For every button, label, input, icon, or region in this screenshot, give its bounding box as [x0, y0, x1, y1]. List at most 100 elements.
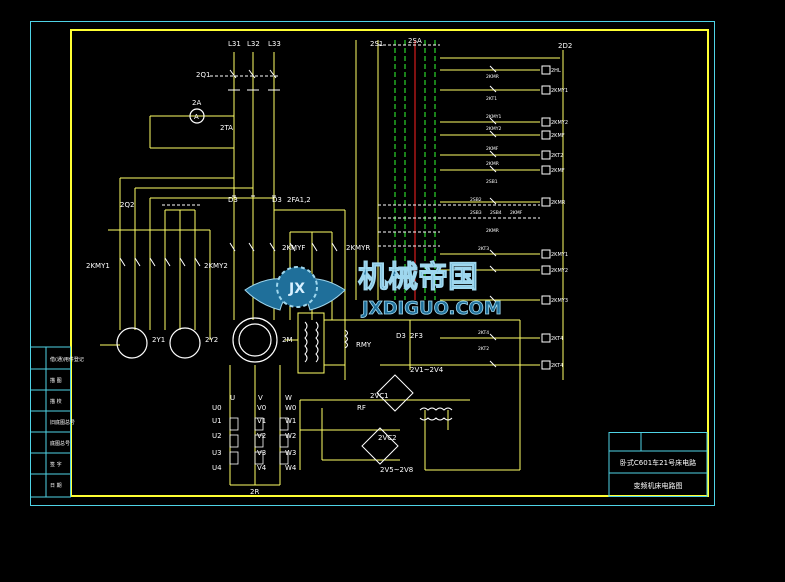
motor-2m-label: 2M — [282, 336, 293, 344]
coil-box — [541, 295, 551, 305]
coil-box — [541, 249, 551, 259]
rung-contact — [489, 265, 497, 273]
coil-label: 2KMY1 — [551, 252, 568, 258]
rung-contact — [489, 197, 497, 205]
rung-label: 2KMY2 — [486, 126, 501, 132]
left-registration-table — [30, 346, 71, 498]
fuse-set-label: 2FA1,2 — [287, 196, 311, 204]
rung-label: 2KT3 — [478, 246, 489, 252]
coil-box — [541, 197, 551, 207]
watermark-chinese-text: 机械帝国 — [358, 260, 478, 295]
coil-label: 2KMF — [551, 133, 565, 139]
terminal-u-label: U — [230, 394, 235, 402]
main-switch-label: 2Q1 — [196, 71, 210, 79]
left-table-row-label: 日 期 — [50, 483, 62, 489]
vc1-label: 2VC1 — [370, 392, 389, 400]
terminal-label: W1 — [285, 417, 296, 425]
fuse-2f3-label: 2F3 — [410, 332, 423, 340]
rung-label: 2SB1 — [486, 179, 498, 185]
left-table-row-label: 描 校 — [50, 398, 62, 405]
coil-box — [541, 65, 551, 75]
coil-box — [541, 165, 551, 175]
current-transformer-label: 2TA — [220, 124, 233, 132]
rmy-label: RMY — [356, 341, 372, 349]
rung-label: 2KMF — [510, 210, 523, 216]
watermark-latin-text: JXDIGUO.COM — [360, 298, 502, 319]
outer-frame — [30, 21, 715, 506]
terminal-label: W4 — [285, 464, 297, 472]
switch-2q2-label: 2Q2 — [120, 201, 134, 209]
rung-label: 2KMF — [486, 146, 499, 152]
coil-label: 2KMF — [551, 168, 565, 174]
rung-contact — [489, 333, 497, 341]
terminal-label: W2 — [285, 432, 296, 440]
coil-box — [541, 150, 551, 160]
coil-label: 2HL — [551, 68, 561, 74]
vc2-label: 2VC2 — [378, 434, 397, 442]
coil-box — [541, 265, 551, 275]
coil-label: 2KMY1 — [551, 88, 568, 94]
ammeter-symbol-label: A — [194, 113, 199, 121]
left-table-row-label: 签 字 — [50, 461, 62, 468]
terminal-label: U0 — [212, 404, 222, 412]
rung-contact — [489, 165, 497, 173]
rung-label: 2SB3 — [470, 210, 482, 216]
terminal-label: U3 — [212, 449, 222, 457]
contactor-2kmyr-label: 2KMYR — [346, 244, 370, 252]
coil-label: 2KMY2 — [551, 120, 568, 126]
left-table-row-label: 借(通)用件登记 — [50, 356, 84, 363]
coil-label: 2KT4 — [551, 363, 563, 369]
title-block-subtitle: 变频机床电路图 — [634, 481, 683, 490]
coil-box — [541, 85, 551, 95]
rung-contact — [489, 249, 497, 257]
coil-box — [541, 130, 551, 140]
rectifier-bridges — [361, 374, 414, 465]
fuse-d3-right-label: D3 — [272, 196, 282, 204]
left-table-row-label: 底图总号 — [50, 440, 70, 447]
title-block — [608, 432, 708, 497]
coil-label: 2KMY2 — [551, 268, 568, 274]
terminal-label: V4 — [257, 464, 267, 472]
rung-label: 2SB4 — [490, 210, 502, 216]
contactor-2kmy2-label: 2KMY2 — [204, 262, 228, 270]
watermark-gear — [276, 266, 318, 308]
terminal-v-label: V — [258, 394, 263, 402]
left-table-row-label: 旧底图总号 — [50, 419, 75, 426]
resistor-bank — [229, 417, 289, 465]
rung-contact — [489, 130, 497, 138]
inner-border — [70, 29, 709, 497]
rf-label: RF — [357, 404, 366, 412]
terminal-w-label: W — [285, 394, 292, 402]
terminal-label: U4 — [212, 464, 222, 472]
motor-2y2 — [169, 327, 201, 359]
phase-l33-label: L33 — [268, 40, 281, 48]
terminal-label: V0 — [257, 404, 266, 412]
power-contacts — [119, 69, 338, 267]
terminal-label: U2 — [212, 432, 222, 440]
terminal-label: U1 — [212, 417, 222, 425]
rung-label: 2KMY1 — [486, 114, 501, 120]
inductor-coils — [304, 321, 453, 421]
rung-label: 2KT4 — [478, 330, 489, 336]
rung-label: 2KMR — [486, 228, 499, 234]
motor-2y1 — [116, 327, 148, 359]
coil-box — [541, 333, 551, 343]
title-block-title: 卧式C601车21号床电路 — [620, 458, 696, 467]
phase-l32-label: L32 — [247, 40, 260, 48]
coil-label: 2KT4 — [551, 336, 563, 342]
rung-label: 2KT1 — [486, 96, 497, 102]
rung-contact — [489, 117, 497, 125]
left-table-row-label: 描 图 — [50, 377, 62, 384]
rung-contact — [489, 150, 497, 158]
terminal-label: V1 — [257, 417, 266, 425]
rung-contact — [489, 360, 497, 368]
rung-label: 2KMR — [486, 74, 499, 80]
control-2sa-label: 2SA — [408, 37, 422, 45]
motor-symbols — [116, 108, 278, 363]
contactor-2kmy1-label: 2KMY1 — [86, 262, 110, 270]
rectifier-bottom-label: 2V5~2V8 — [380, 466, 413, 474]
coil-box — [541, 117, 551, 127]
